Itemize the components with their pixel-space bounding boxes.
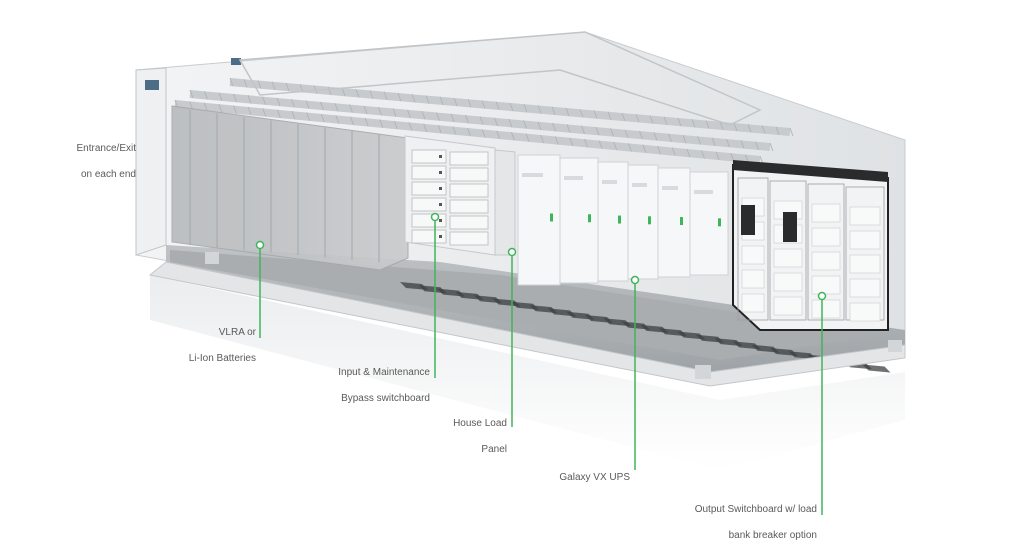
label-output-switchboard: Output Switchboard w/ load bank breaker … (694, 504, 817, 541)
diagram-stage: Entrance/Exit on each end VLRA or Li-Ion… (76, 31, 906, 541)
battery-enclosure (171, 105, 409, 271)
control-box-1 (145, 80, 159, 90)
house-load-panel-cabinet (494, 149, 516, 256)
callout-batteries (255, 240, 265, 338)
callout-output (817, 291, 827, 515)
callout-house-load (507, 247, 517, 427)
input-drawers (411, 149, 489, 246)
output-panels (737, 177, 885, 322)
battery-panels (189, 110, 380, 263)
ups-cabinet (689, 171, 729, 276)
cable-tray-1 (174, 100, 761, 164)
label-batteries: VLRA or Li-Ion Batteries (188, 327, 256, 364)
ups-cabinet (657, 167, 691, 278)
cable-trays (174, 31, 794, 165)
base-foot-mid (695, 365, 711, 379)
ups-cabinet (597, 161, 629, 282)
base-foot-right (888, 340, 902, 352)
container-left-end (135, 67, 167, 256)
label-entrance-exit: Entrance/Exit on each end (76, 143, 136, 180)
ups-cabinets (517, 154, 729, 286)
base-foot-left (205, 252, 219, 264)
control-box-2 (231, 58, 241, 65)
floor-reflection (150, 275, 905, 470)
cable-tray-2 (189, 90, 771, 151)
tray-frame (238, 31, 762, 126)
label-house-load: House Load Panel (453, 418, 507, 455)
ups-cabinet (627, 164, 659, 280)
container-illustration (135, 31, 906, 515)
output-switchboard-top (733, 160, 888, 182)
callout-ups (630, 275, 640, 470)
callout-input-bypass (430, 212, 440, 378)
label-galaxy-vx-ups: Galaxy VX UPS (559, 472, 630, 483)
label-input-bypass: Input & Maintenance Bypass switchboard (338, 367, 430, 404)
